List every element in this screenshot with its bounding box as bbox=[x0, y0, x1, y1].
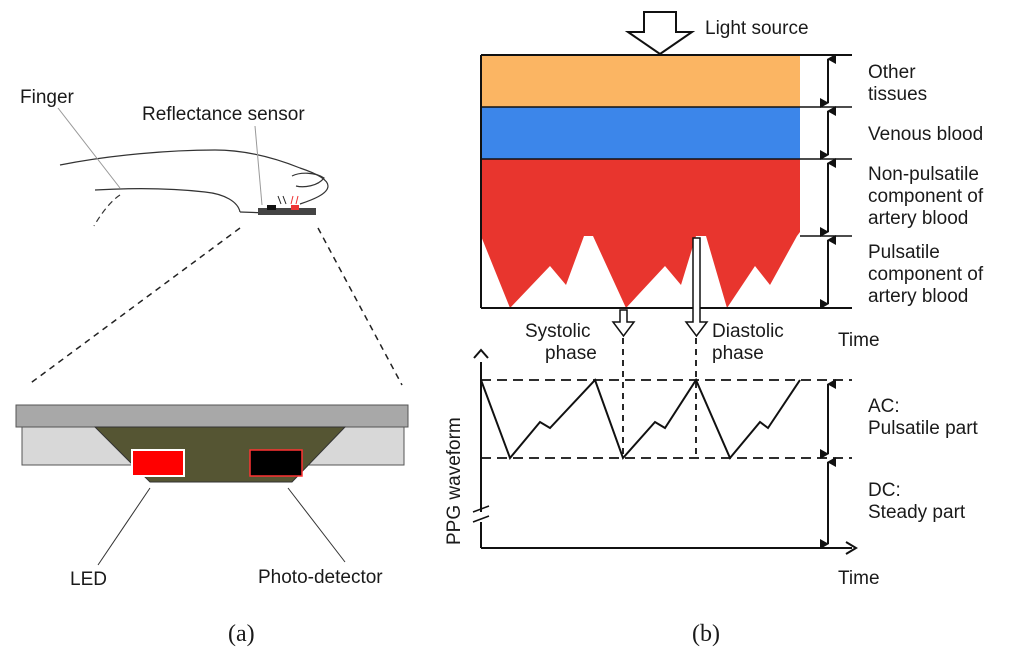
finger-label: Finger bbox=[20, 87, 75, 108]
caption-b: (b) bbox=[692, 621, 720, 647]
detector-label: Photo-detector bbox=[258, 567, 383, 588]
finger-leader bbox=[57, 107, 121, 189]
panel-b: Light source Other tissues Venous blood … bbox=[444, 11, 984, 647]
led-label: LED bbox=[70, 569, 107, 590]
sensor-label: Reflectance sensor bbox=[142, 104, 305, 125]
non-pulsatile-label-2: component of bbox=[868, 186, 984, 207]
zoom-line-right bbox=[317, 227, 403, 386]
sensor-cover bbox=[15, 404, 409, 428]
systolic-arrow bbox=[611, 309, 636, 338]
layer-pulsatile-artery bbox=[481, 236, 797, 308]
dc-label-2: Steady part bbox=[868, 502, 966, 523]
sensor-on-finger bbox=[258, 195, 316, 215]
detector-leader bbox=[287, 487, 346, 563]
light-source-label: Light source bbox=[705, 18, 809, 39]
sensor-cross-section bbox=[15, 404, 409, 483]
ppg-waveform bbox=[480, 377, 801, 460]
photo-detector-element bbox=[249, 449, 303, 477]
diastolic-arrow bbox=[684, 237, 709, 338]
ac-label-2: Pulsatile part bbox=[868, 418, 979, 439]
panel-a: Finger Reflectance sensor LED Photo-dete… bbox=[15, 87, 409, 647]
led-leader bbox=[97, 487, 151, 566]
dc-label-1: DC: bbox=[868, 480, 901, 501]
pulsatile-label-2: component of bbox=[868, 264, 984, 285]
diastolic-label-1: Diastolic bbox=[712, 321, 784, 342]
systolic-label-2: phase bbox=[545, 343, 597, 364]
systolic-label-1: Systolic bbox=[525, 321, 590, 342]
ppg-y-label: PPG waveform bbox=[444, 417, 465, 545]
layer-non-pulsatile-artery bbox=[481, 159, 800, 236]
pulsatile-label-3: artery blood bbox=[868, 286, 968, 307]
venous-blood-label: Venous blood bbox=[868, 124, 983, 145]
layer-venous-blood bbox=[481, 107, 800, 159]
ac-label-1: AC: bbox=[868, 396, 900, 417]
time-label-top: Time bbox=[838, 330, 880, 351]
diastolic-label-2: phase bbox=[712, 343, 764, 364]
sensor-leader bbox=[254, 125, 263, 206]
layer-other-tissues bbox=[481, 55, 800, 107]
light-source-arrow bbox=[624, 11, 696, 56]
other-tissues-label-2: tissues bbox=[868, 84, 927, 105]
time-label-bottom: Time bbox=[838, 568, 880, 589]
pulsatile-label-1: Pulsatile bbox=[868, 242, 940, 263]
non-pulsatile-label-3: artery blood bbox=[868, 208, 968, 229]
caption-a: (a) bbox=[228, 621, 255, 647]
other-tissues-label-1: Other bbox=[868, 62, 916, 83]
led-element bbox=[131, 449, 185, 477]
non-pulsatile-label-1: Non-pulsatile bbox=[868, 164, 979, 185]
zoom-line-left bbox=[27, 227, 241, 386]
